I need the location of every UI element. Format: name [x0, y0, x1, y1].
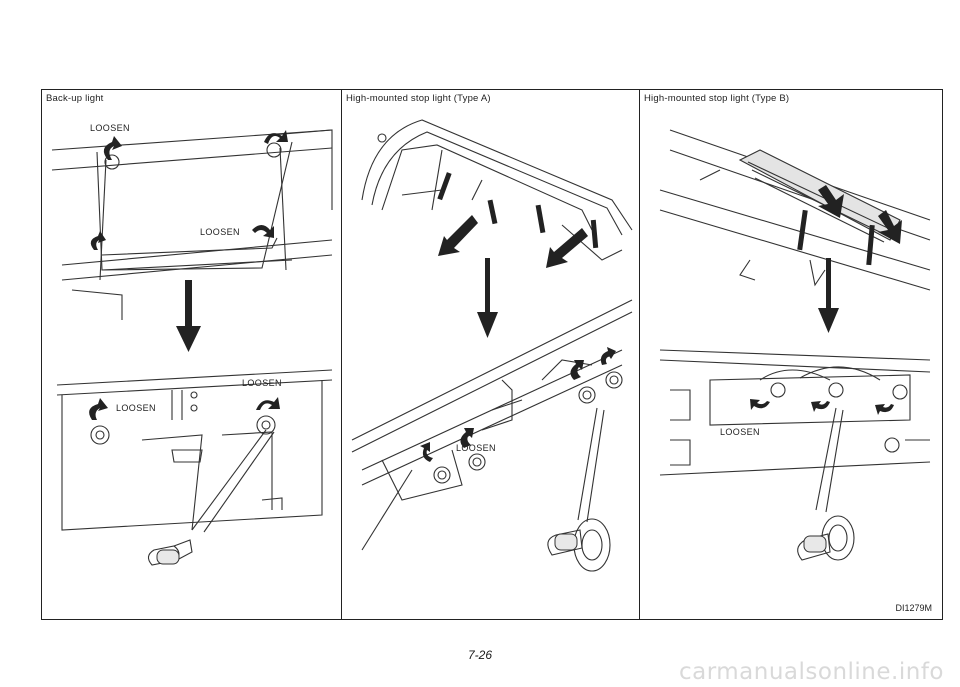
- loosen-label: LOOSEN: [116, 403, 156, 413]
- watermark: carmanualsonline.info: [678, 659, 944, 685]
- stop-light-b-illustration: [659, 129, 931, 561]
- panel-stop-light-type-a: High-mounted stop light (Type A): [342, 90, 640, 619]
- panel-title: High-mounted stop light (Type A): [346, 93, 491, 104]
- down-arrow-icon: [176, 280, 201, 352]
- panel-backup-light: Back-up light: [42, 90, 342, 619]
- loosen-label: LOOSEN: [720, 427, 760, 437]
- bulb-icon: [156, 549, 180, 565]
- screw-icon: [437, 172, 599, 249]
- loosen-label: LOOSEN: [90, 123, 130, 133]
- loosen-arrow-icon: [89, 130, 288, 420]
- loosen-label: LOOSEN: [242, 378, 282, 388]
- loosen-arrow-icon: [420, 347, 616, 462]
- panel-title: High-mounted stop light (Type B): [644, 93, 790, 104]
- figure-frame: Back-up light: [41, 89, 943, 620]
- down-arrow-icon: [818, 185, 902, 333]
- figure-code: DI1279M: [895, 603, 932, 613]
- panel-stop-light-type-b: High-mounted stop light (Type B): [640, 90, 942, 619]
- panel-title: Back-up light: [46, 93, 104, 104]
- loosen-arrow-icon: [750, 399, 894, 415]
- bulb-icon: [554, 533, 578, 551]
- stop-light-a-illustration: [351, 119, 633, 572]
- backup-light-illustration: [51, 129, 333, 566]
- down-arrow-icon: [438, 215, 588, 338]
- loosen-label: LOOSEN: [200, 227, 240, 237]
- page-number: 7-26: [467, 648, 493, 662]
- loosen-label: LOOSEN: [456, 443, 496, 453]
- screw-icon: [797, 209, 875, 266]
- bulb-icon: [803, 535, 827, 553]
